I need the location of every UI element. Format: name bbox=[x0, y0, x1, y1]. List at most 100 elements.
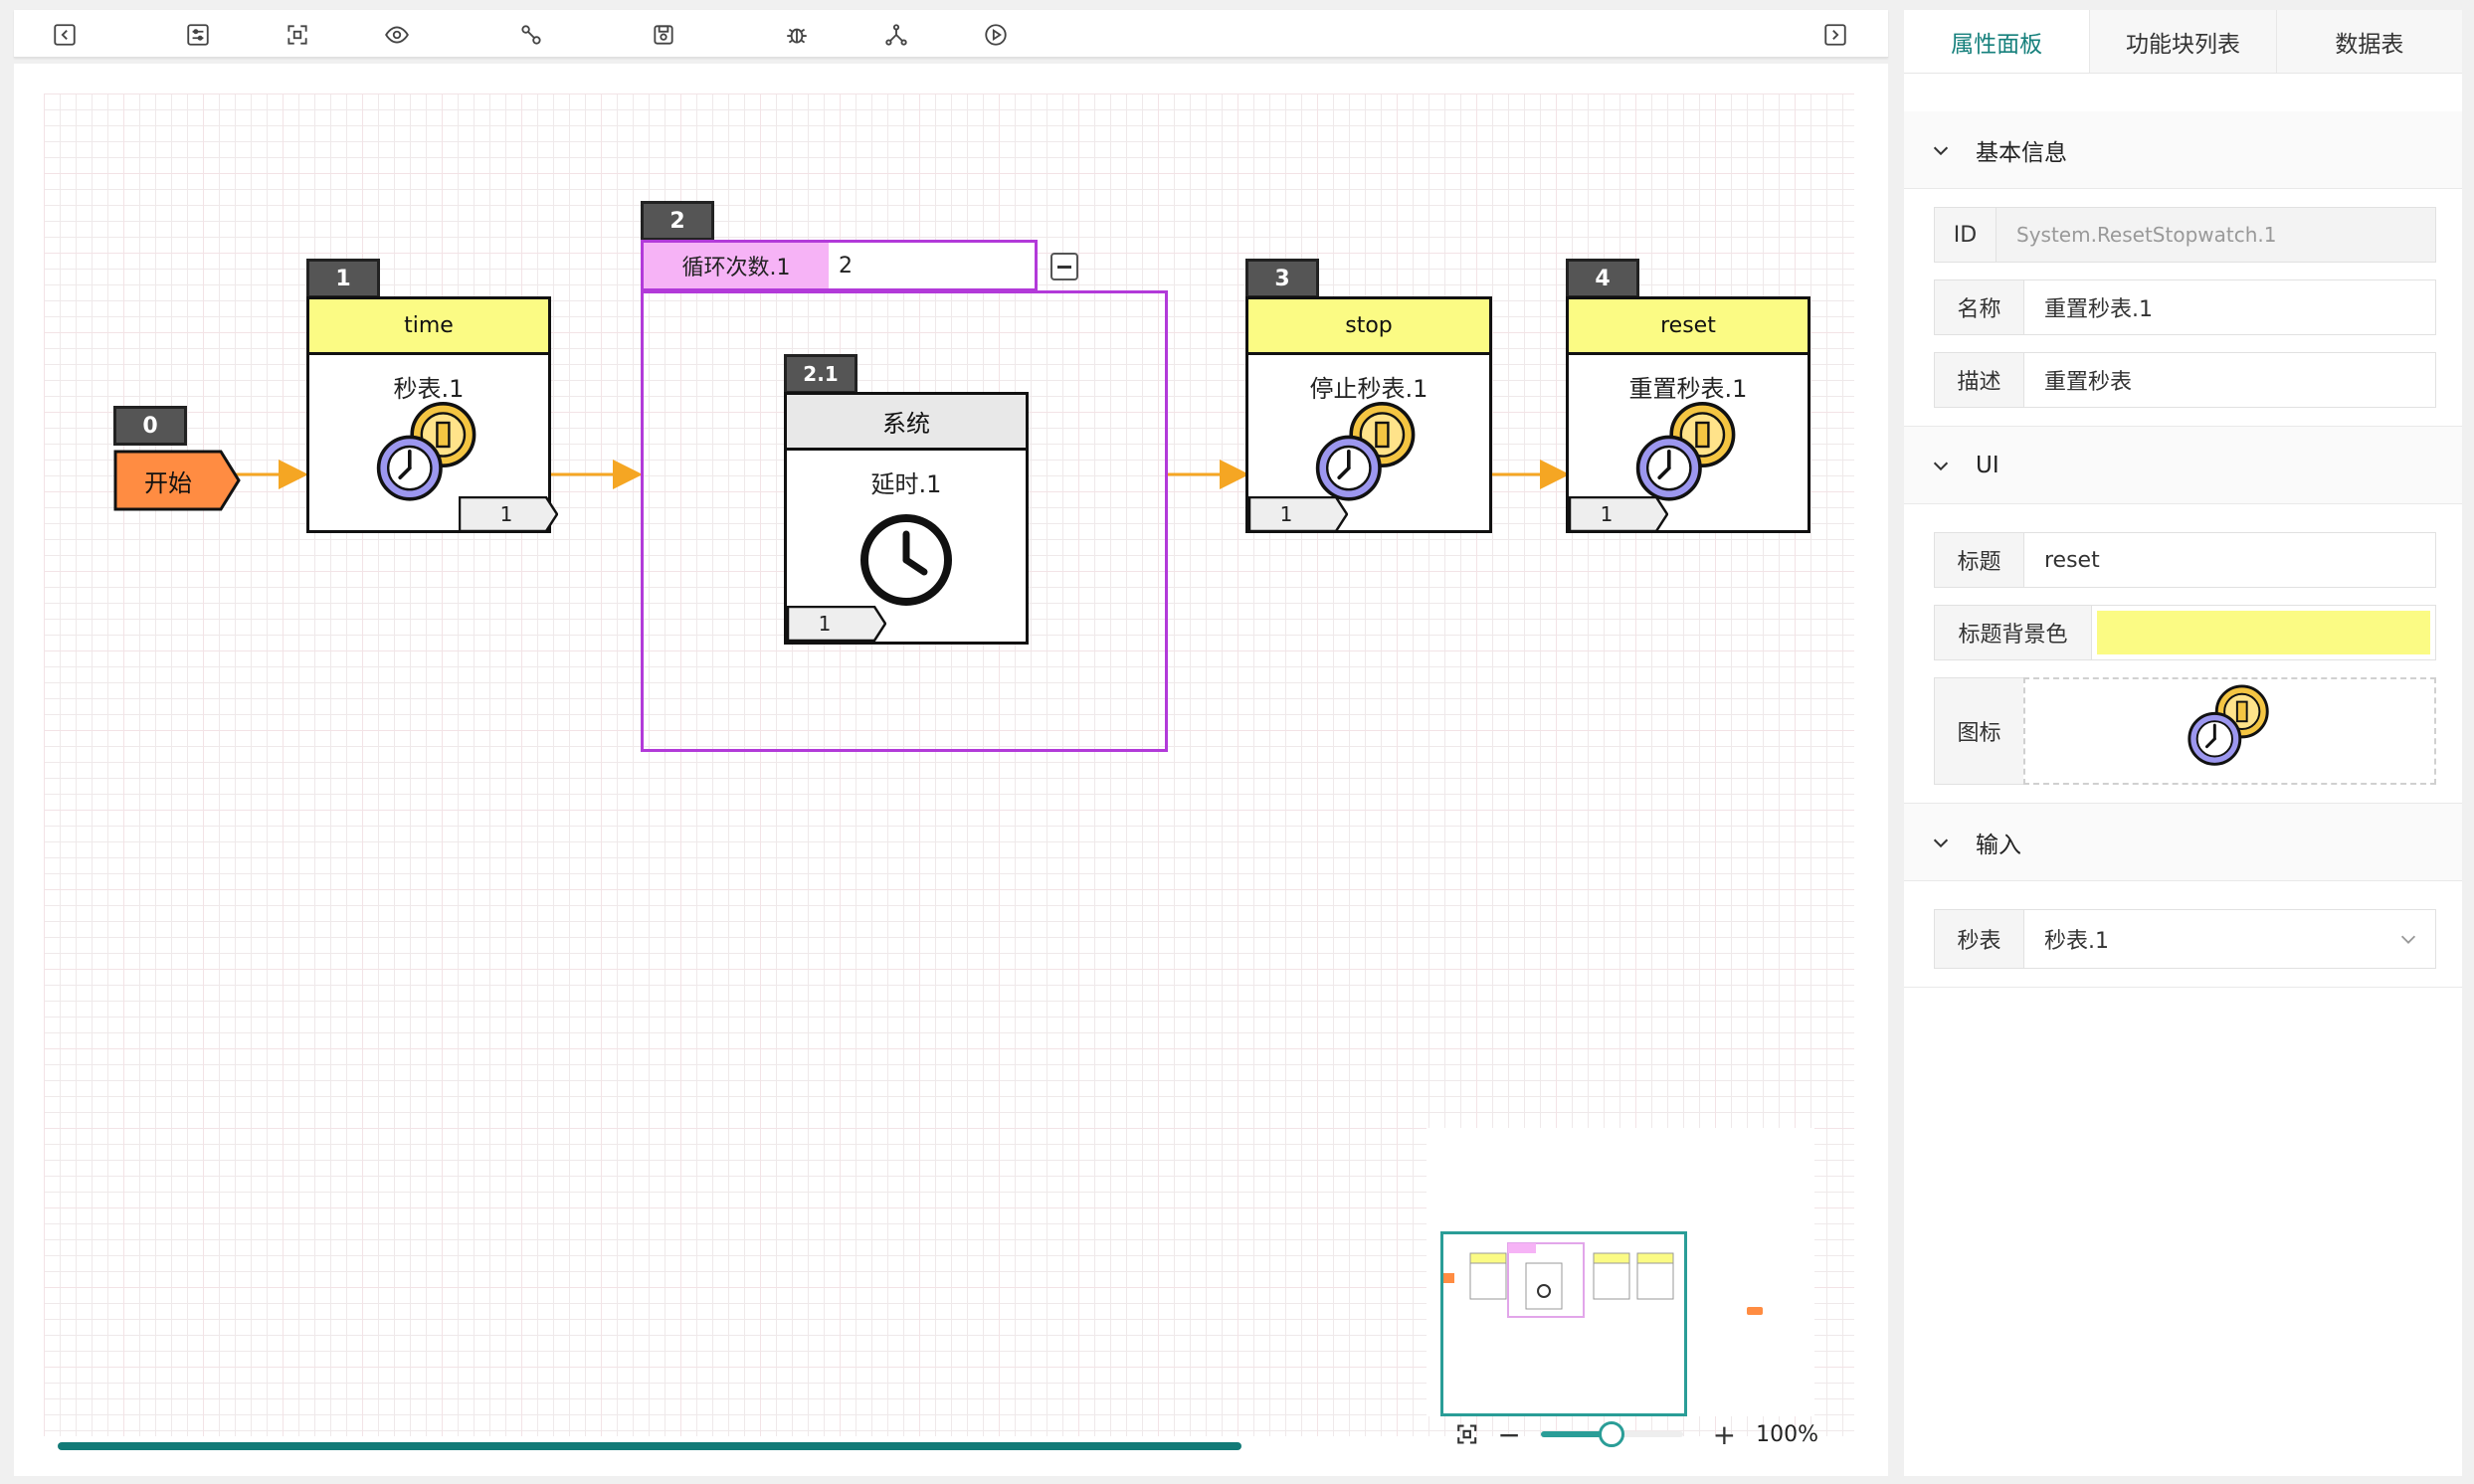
run-play-icon[interactable] bbox=[981, 20, 1011, 50]
tab-data-table[interactable]: 数据表 bbox=[2335, 31, 2404, 58]
section-input-title: 输入 bbox=[1976, 832, 2021, 858]
field-title-label: 标题 bbox=[1935, 533, 2024, 587]
field-name-label: 名称 bbox=[1935, 280, 2024, 334]
node-2-1-title: 系统 bbox=[787, 395, 1026, 451]
node-3-index: 3 bbox=[1245, 259, 1319, 298]
minimap[interactable] bbox=[1427, 1128, 1814, 1416]
clock-icon bbox=[860, 514, 952, 606]
toolbar bbox=[14, 10, 1888, 58]
zoom-slider-fill bbox=[1540, 1431, 1613, 1437]
node-2-1-index: 2.1 bbox=[784, 354, 857, 394]
link-nodes-icon[interactable] bbox=[516, 20, 546, 50]
node-delay[interactable]: 系统 延时.1 1 bbox=[784, 392, 1029, 645]
node-stop-stopwatch[interactable]: stop 停止秒表.1 1 bbox=[1245, 296, 1492, 533]
node-4-index: 4 bbox=[1566, 259, 1639, 298]
zoom-slider-handle[interactable] bbox=[1599, 1421, 1625, 1447]
node-4-output-count: 1 bbox=[1600, 502, 1614, 526]
node-3-title: stop bbox=[1248, 299, 1489, 355]
node-4-output-port[interactable]: 1 bbox=[1569, 496, 1668, 532]
minus-icon bbox=[1057, 265, 1071, 269]
start-index: 0 bbox=[113, 406, 187, 446]
zoom-controls: − + 100% bbox=[1440, 1412, 1818, 1456]
zoom-level: 100% bbox=[1756, 1421, 1818, 1447]
property-panel: 属性面板 功能块列表 数据表 基本信息 ID System.ResetStopw… bbox=[1904, 10, 2462, 1476]
connector-layer bbox=[229, 460, 1570, 489]
field-name-input[interactable]: 重置秒表.1 bbox=[2024, 280, 2435, 334]
stopwatch-select[interactable]: 秒表.1 bbox=[2024, 910, 2435, 968]
field-id-label: ID bbox=[1935, 208, 1997, 262]
node-2-1-output-port[interactable]: 1 bbox=[787, 606, 886, 642]
fit-view-icon[interactable] bbox=[1454, 1421, 1479, 1447]
field-icon: 图标 bbox=[1934, 677, 2436, 785]
settings-sliders-icon[interactable] bbox=[183, 20, 213, 50]
field-desc-label: 描述 bbox=[1935, 353, 2024, 407]
section-ui[interactable]: UI bbox=[1904, 427, 2462, 504]
share-graph-icon[interactable] bbox=[881, 20, 911, 50]
start-node[interactable]: 开始 bbox=[113, 450, 243, 511]
loop-count-label: 循环次数.1 bbox=[641, 240, 832, 291]
tab-properties[interactable]: 属性面板 bbox=[1904, 10, 2091, 73]
collapse-left-icon[interactable] bbox=[50, 20, 80, 50]
stopwatch-select-value: 秒表.1 bbox=[2044, 929, 2109, 954]
start-label: 开始 bbox=[144, 468, 192, 497]
save-icon[interactable] bbox=[649, 20, 678, 50]
section-input-body: 秒表 秒表.1 bbox=[1904, 881, 2462, 988]
chevron-down-icon bbox=[1933, 838, 1949, 847]
zoom-in-button[interactable]: + bbox=[1712, 1417, 1737, 1451]
field-title-input[interactable]: reset bbox=[2024, 533, 2435, 587]
horizontal-scrollbar[interactable] bbox=[58, 1442, 1241, 1450]
node-1-title: time bbox=[309, 299, 548, 355]
node-2-1-name: 延时.1 bbox=[870, 470, 942, 498]
node-3-name: 停止秒表.1 bbox=[1309, 375, 1428, 403]
loop-container[interactable] bbox=[641, 290, 1168, 752]
stopwatch-coin-icon bbox=[2187, 684, 2269, 766]
node-1-output-port[interactable]: 1 bbox=[459, 496, 558, 532]
panel-tabs: 属性面板 功能块列表 数据表 bbox=[1904, 10, 2462, 74]
field-title-bg: 标题背景色 bbox=[1934, 605, 2436, 660]
preview-eye-icon[interactable] bbox=[382, 20, 412, 50]
zoom-out-button[interactable]: − bbox=[1497, 1417, 1521, 1451]
field-stopwatch-label: 秒表 bbox=[1935, 910, 2024, 968]
section-basic-info[interactable]: 基本信息 bbox=[1904, 111, 2462, 189]
node-4-title: reset bbox=[1569, 299, 1808, 355]
chevron-down-icon bbox=[2400, 935, 2416, 944]
node-1-name: 秒表.1 bbox=[393, 375, 465, 403]
node-2-1-output-count: 1 bbox=[818, 612, 832, 636]
icon-picker[interactable] bbox=[2023, 677, 2436, 785]
field-desc: 描述 重置秒表 bbox=[1934, 352, 2436, 408]
section-ui-body: 标题 reset 标题背景色 图标 bbox=[1904, 504, 2462, 804]
field-id-value: System.ResetStopwatch.1 bbox=[1997, 208, 2435, 262]
field-desc-input[interactable]: 重置秒表 bbox=[2024, 353, 2435, 407]
field-icon-label: 图标 bbox=[1935, 678, 2024, 784]
chevron-down-icon bbox=[1933, 146, 1949, 155]
fit-view-icon[interactable] bbox=[283, 20, 312, 50]
node-stopwatch[interactable]: time 秒表.1 1 bbox=[306, 296, 558, 533]
chevron-down-icon bbox=[1933, 462, 1949, 470]
node-2-index: 2 bbox=[641, 201, 714, 241]
tab-function-blocks[interactable]: 功能块列表 bbox=[2090, 10, 2277, 73]
minimap-viewport[interactable] bbox=[1440, 1231, 1687, 1416]
node-1-output-count: 1 bbox=[499, 502, 513, 526]
minimap-preview bbox=[1440, 1242, 1763, 1318]
field-title: 标题 reset bbox=[1934, 532, 2436, 588]
field-title-bg-label: 标题背景色 bbox=[1935, 606, 2092, 659]
collapse-right-icon[interactable] bbox=[1820, 20, 1850, 50]
section-basic-info-body: ID System.ResetStopwatch.1 名称 重置秒表.1 描述 … bbox=[1904, 189, 2462, 427]
field-name: 名称 重置秒表.1 bbox=[1934, 279, 2436, 335]
node-3-output-port[interactable]: 1 bbox=[1248, 496, 1348, 532]
section-ui-title: UI bbox=[1976, 452, 1999, 478]
section-input[interactable]: 输入 bbox=[1904, 804, 2462, 881]
node-3-output-count: 1 bbox=[1279, 502, 1293, 526]
loop-count-input[interactable]: 2 bbox=[829, 240, 1038, 291]
loop-collapse-button[interactable] bbox=[1050, 253, 1078, 280]
node-4-name: 重置秒表.1 bbox=[1628, 375, 1748, 403]
field-stopwatch: 秒表 秒表.1 bbox=[1934, 909, 2436, 969]
title-bg-color-swatch[interactable] bbox=[2097, 611, 2430, 654]
field-id: ID System.ResetStopwatch.1 bbox=[1934, 207, 2436, 263]
node-1-index: 1 bbox=[306, 259, 380, 298]
section-basic-info-title: 基本信息 bbox=[1976, 139, 2067, 166]
flow-canvas[interactable]: 0 开始 1 time 秒表.1 1 2 循环次数.1 2 2.1 系统 延时.… bbox=[14, 64, 1888, 1476]
zoom-slider[interactable] bbox=[1540, 1421, 1683, 1447]
debug-bug-icon[interactable] bbox=[782, 20, 812, 50]
node-reset-stopwatch[interactable]: reset 重置秒表.1 1 bbox=[1566, 296, 1810, 533]
